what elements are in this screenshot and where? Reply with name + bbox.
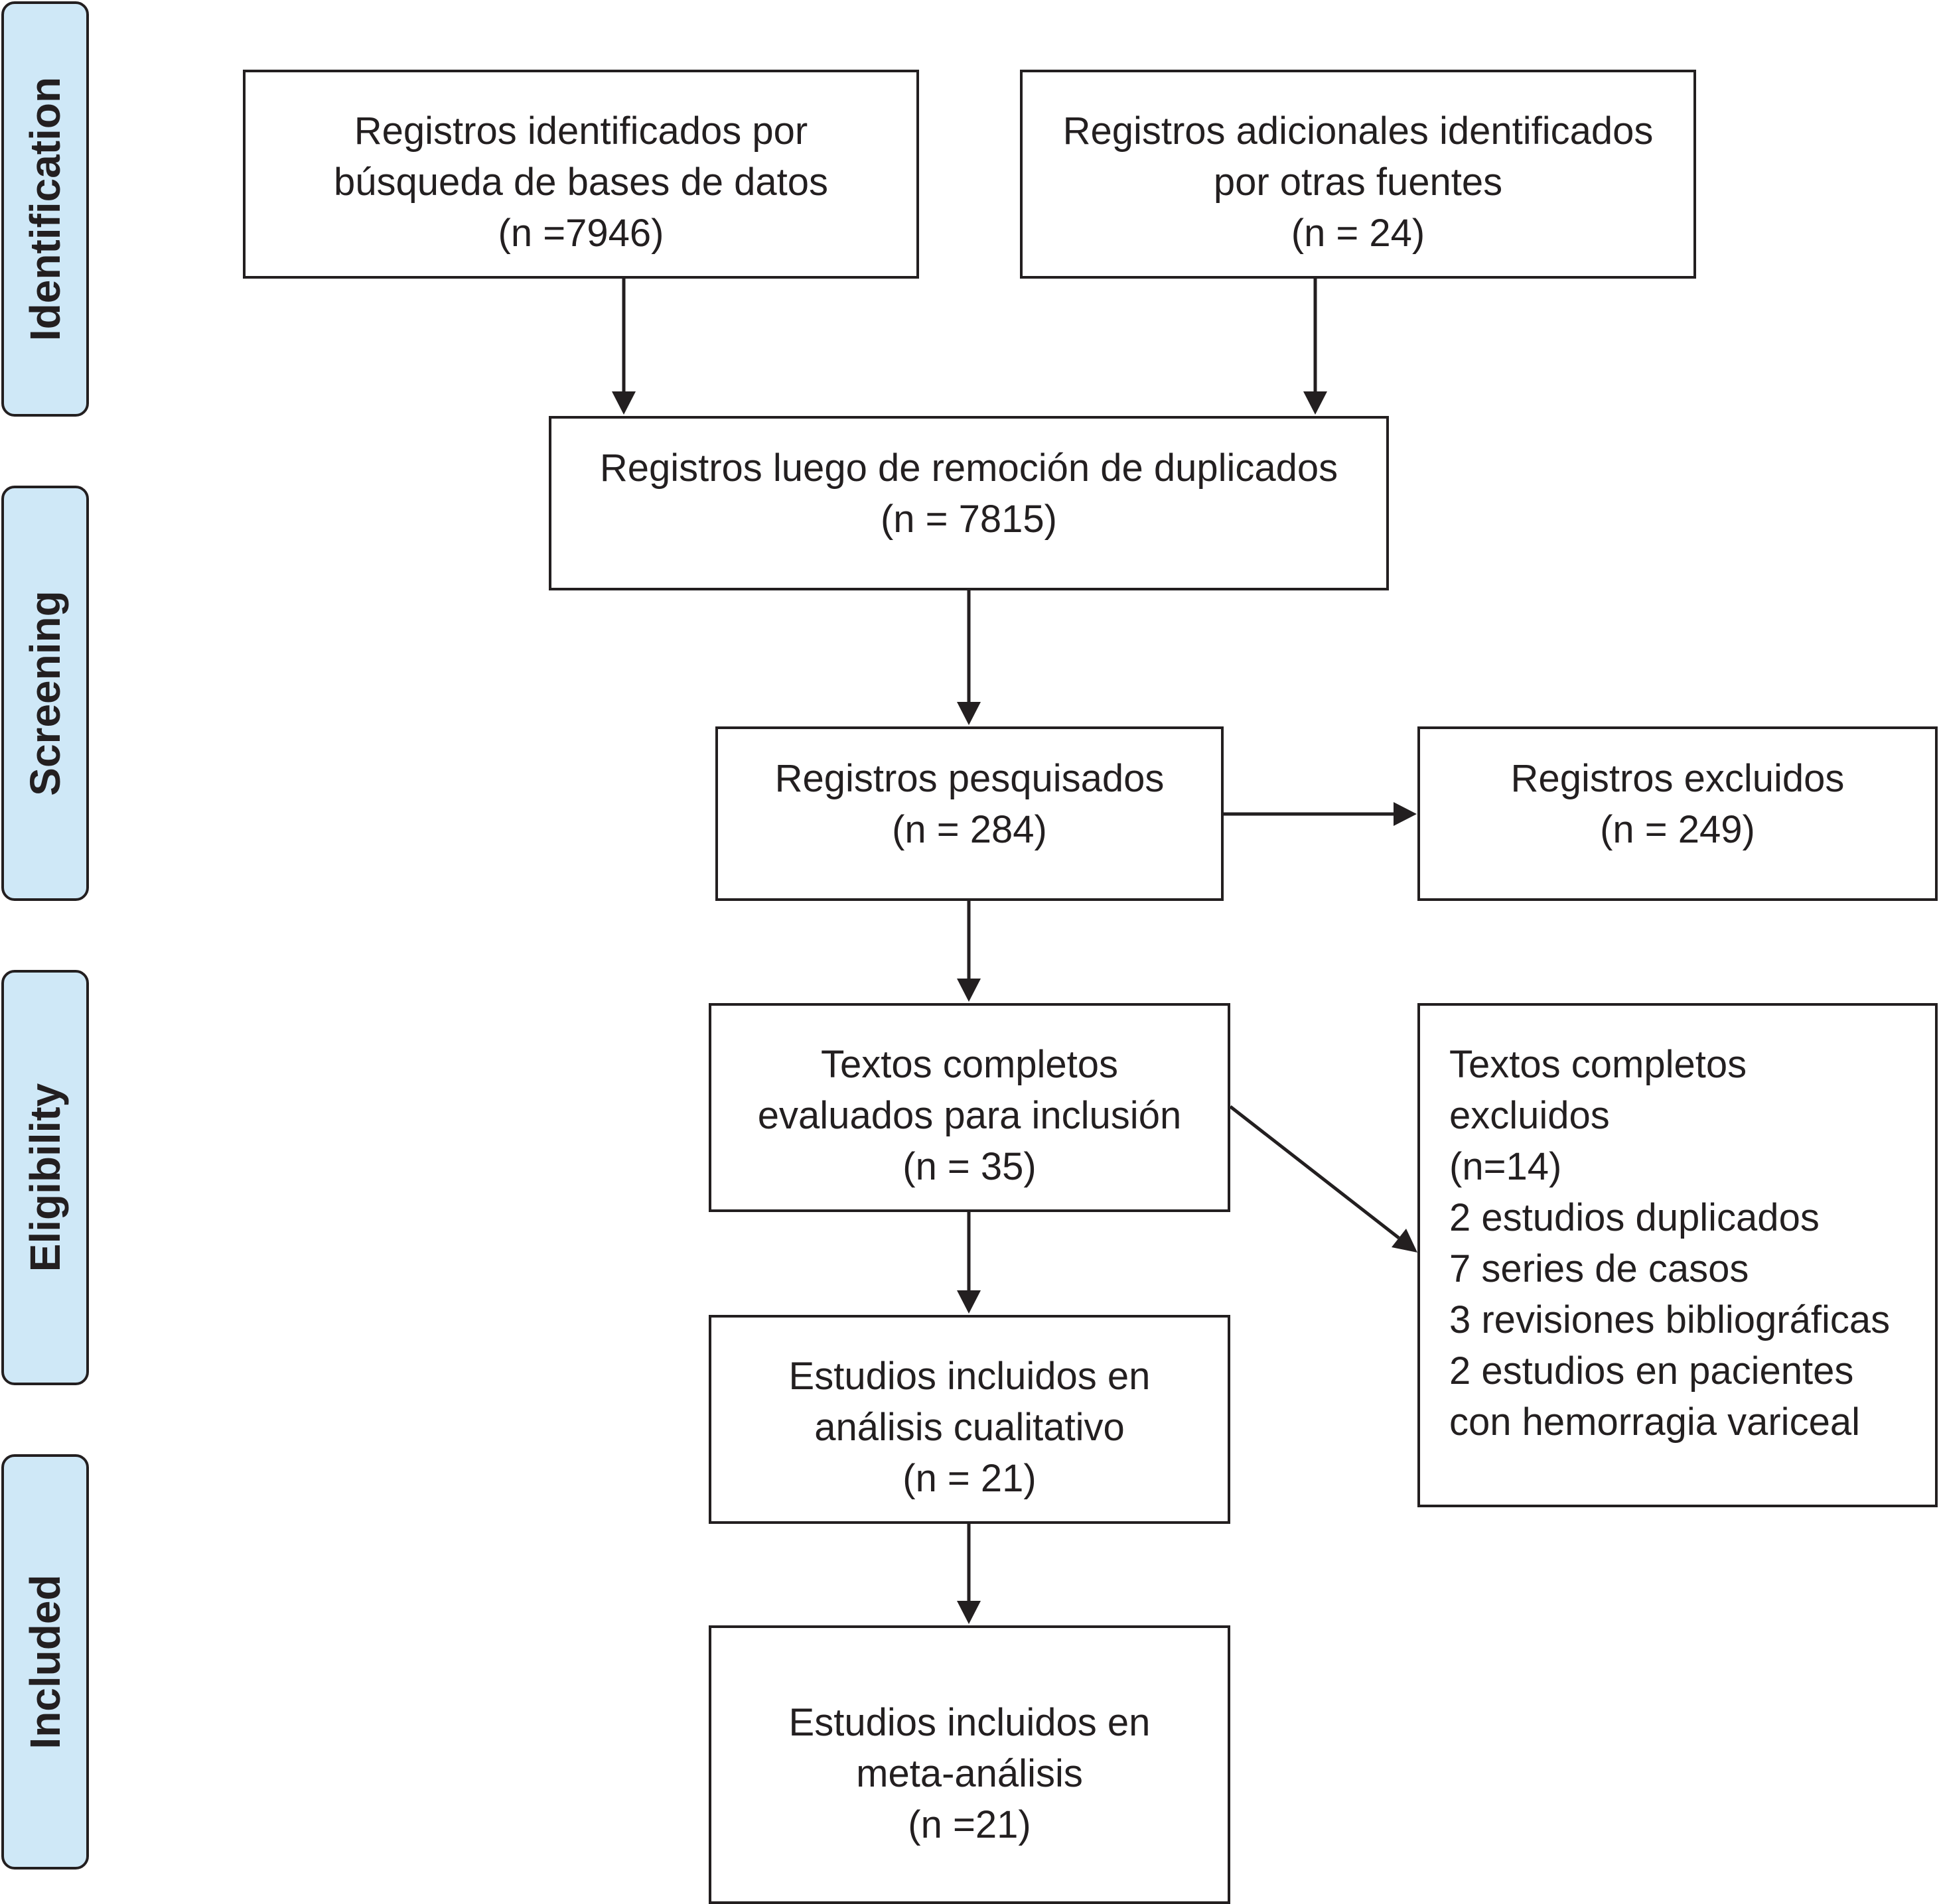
text-line: análisis cualitativo xyxy=(814,1406,1125,1449)
text-line: Estudios incluidos en xyxy=(788,1355,1151,1398)
text-line: 2 estudios duplicados xyxy=(1449,1196,1820,1239)
arrowhead xyxy=(1392,1229,1417,1253)
text-line: con hemorragia variceal xyxy=(1449,1400,1860,1444)
text-line: (n=14) xyxy=(1449,1145,1562,1188)
text-line: Textos completos xyxy=(820,1043,1119,1086)
box-screened: Registros pesquisados (n = 284) xyxy=(715,726,1224,901)
text-line: (n = 35) xyxy=(902,1145,1037,1188)
text-line: Registros excluidos xyxy=(1510,757,1845,800)
text-line: búsqueda de bases de datos xyxy=(334,161,828,204)
text-line: meta-análisis xyxy=(856,1752,1083,1795)
box-meta-analysis: Estudios incluidos en meta-análisis (n =… xyxy=(709,1625,1230,1904)
text-line: (n =21) xyxy=(908,1803,1031,1846)
arrowhead xyxy=(957,1601,981,1624)
text-line: (n = 249) xyxy=(1600,808,1755,851)
phase-included: Included xyxy=(1,1454,89,1870)
arrowhead xyxy=(1394,802,1417,826)
phase-identification: Identification xyxy=(1,1,89,417)
box-fulltext-excluded: Textos completos excluidos (n=14) 2 estu… xyxy=(1417,1003,1938,1507)
phase-screening: Screening xyxy=(1,486,89,901)
box-fulltext-assessed: Textos completos evaluados para inclusió… xyxy=(709,1003,1230,1212)
arrowhead xyxy=(612,391,636,415)
box-after-duplicates: Registros luego de remoción de duplicado… xyxy=(549,416,1389,590)
text-line: excluidos xyxy=(1449,1094,1610,1137)
arrowhead xyxy=(957,979,981,1002)
phase-eligibility: Eligibility xyxy=(1,970,89,1385)
text-line: (n =7946) xyxy=(498,212,664,255)
text-line: Registros luego de remoción de duplicado… xyxy=(599,446,1338,490)
arrow-fulltext-to-excluded xyxy=(1229,1105,1400,1239)
text-line: (n = 21) xyxy=(902,1457,1037,1500)
text-line: Estudios incluidos en xyxy=(788,1701,1151,1744)
text-line: (n = 24) xyxy=(1291,212,1425,255)
text-line: Textos completos xyxy=(1449,1043,1747,1086)
text-line: Registros pesquisados xyxy=(774,757,1165,800)
box-qualitative: Estudios incluidos en análisis cualitati… xyxy=(709,1315,1230,1524)
box-excluded: Registros excluidos (n = 249) xyxy=(1417,726,1938,901)
text-line: (n = 284) xyxy=(892,808,1047,851)
arrowhead xyxy=(1303,391,1327,415)
arrowhead xyxy=(957,1290,981,1314)
text-line: 2 estudios en pacientes xyxy=(1449,1349,1854,1393)
box-database-records: Registros identificados por búsqueda de … xyxy=(243,70,919,279)
box-additional-records: Registros adicionales identificados por … xyxy=(1020,70,1696,279)
text-line: 3 revisiones bibliográficas xyxy=(1449,1298,1891,1341)
text-line: (n = 7815) xyxy=(880,498,1057,541)
text-line: Registros identificados por xyxy=(354,109,808,153)
text-line: por otras fuentes xyxy=(1213,161,1503,204)
text-line: evaluados para inclusión xyxy=(757,1094,1182,1137)
text-line: Registros adicionales identificados xyxy=(1062,109,1654,153)
arrowhead xyxy=(957,702,981,725)
text-line: 7 series de casos xyxy=(1449,1247,1749,1290)
